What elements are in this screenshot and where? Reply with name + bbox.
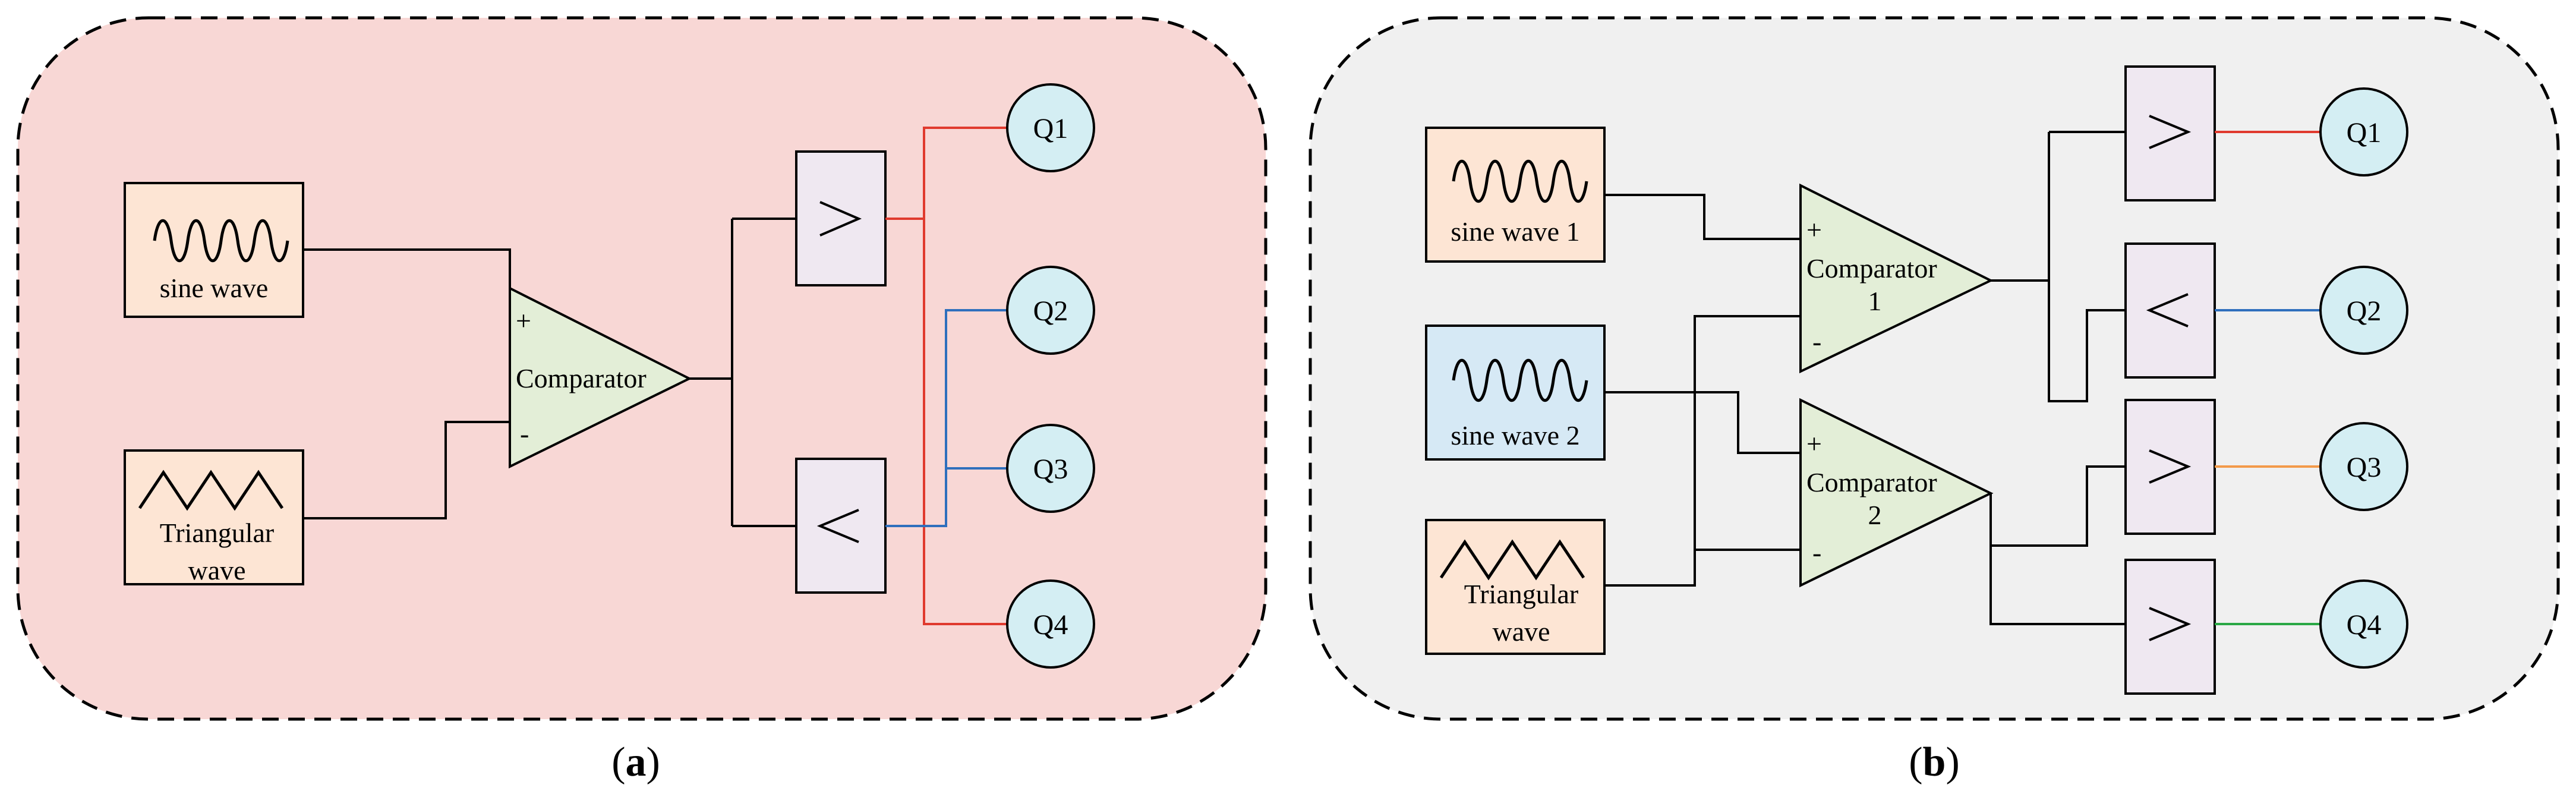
greater-than-block-b1 — [2124, 65, 2216, 201]
output-q4-b: Q4 — [2319, 579, 2408, 669]
sine-wave-2-label: sine wave 2 — [1451, 420, 1579, 451]
output-q2-label: Q2 — [1033, 295, 1068, 327]
wire-red-q4 — [923, 219, 1007, 625]
wire-sine-to-comparator — [303, 248, 511, 315]
greater-than-block-b4 — [2124, 559, 2216, 695]
comparator-minus-sign: - — [520, 418, 529, 449]
wire-red-q1 — [885, 127, 1007, 220]
output-q3-b-label: Q3 — [2347, 452, 2382, 483]
triangular-wave-b-label-line1: Triangular — [1464, 579, 1579, 609]
panel-b-background — [1309, 16, 2560, 721]
panel-b-caption: (b) — [1909, 739, 1960, 785]
comparator-label: Comparator — [516, 363, 647, 393]
less-than-symbol — [816, 509, 859, 543]
wire-blue-q2-q3 — [885, 309, 1007, 527]
wire-triangular-to-comparator — [303, 421, 510, 519]
comparator-1-minus-sign: - — [1812, 326, 1821, 357]
sine-wave-1-source: sine wave 1 — [1425, 127, 1606, 263]
triangular-wave-b-label-line2: wave — [1492, 616, 1550, 647]
sine-wave-1-icon — [1452, 160, 1588, 203]
comparator: + Comparator - — [509, 286, 692, 469]
greater-than-symbol-b4 — [2149, 607, 2192, 641]
sine-wave-label: sine wave — [160, 273, 269, 303]
output-q1-b: Q1 — [2319, 87, 2408, 177]
triangular-wave-icon — [138, 470, 284, 511]
less-than-block-b2 — [2124, 242, 2216, 379]
sine-wave-2-icon — [1452, 359, 1588, 402]
panel-a: sine wave Triangular wave + Comparator - — [16, 16, 1267, 785]
output-q2-b: Q2 — [2319, 266, 2408, 355]
greater-than-block — [795, 150, 887, 286]
panel-b: sine wave 1 sine wave 2 Triangular wave … — [1309, 16, 2560, 785]
panel-a-caption: (a) — [611, 739, 660, 785]
output-q1-b-label: Q1 — [2347, 117, 2382, 149]
wire-comparator-2-output — [1989, 465, 2126, 625]
output-q2: Q2 — [1006, 266, 1095, 355]
triangular-wave-label-line1: Triangular — [160, 518, 275, 548]
sine-wave-1-label: sine wave 1 — [1451, 216, 1579, 247]
comparator-2-label-line1: Comparator — [1806, 467, 1937, 497]
output-q4: Q4 — [1006, 579, 1095, 669]
comparator-2: + Comparator 2 - — [1799, 398, 1994, 588]
less-than-symbol-b2 — [2146, 293, 2189, 327]
comparator-1-plus-sign: + — [1806, 215, 1822, 245]
output-q3-b: Q3 — [2319, 422, 2408, 511]
comparator-2-plus-sign: + — [1806, 429, 1822, 459]
output-q1: Q1 — [1006, 83, 1095, 172]
triangular-wave-source: Triangular wave — [124, 449, 304, 585]
comparator-1-label-line2: 1 — [1868, 286, 1882, 316]
wire-comparator-1-output — [1991, 131, 2126, 402]
sine-wave-2-source: sine wave 2 — [1425, 325, 1606, 461]
output-q4-b-label: Q4 — [2347, 609, 2382, 641]
output-q3: Q3 — [1006, 424, 1095, 513]
comparator-2-label-line2: 2 — [1868, 500, 1882, 530]
less-than-block — [795, 458, 887, 594]
comparator-1: + Comparator 1 - — [1799, 183, 1994, 374]
wire-triangular-to-comparators — [1604, 315, 1801, 587]
triangular-wave-source-b: Triangular wave — [1425, 519, 1606, 655]
comparator-2-minus-sign: - — [1812, 537, 1821, 568]
wire-comparator-output — [689, 218, 796, 527]
triangular-wave-label-line2: wave — [188, 555, 245, 585]
output-q2-b-label: Q2 — [2347, 295, 2382, 327]
greater-than-symbol — [819, 201, 862, 237]
wire-sine1-to-comparator-1 — [1604, 194, 1801, 240]
output-q3-label: Q3 — [1033, 453, 1068, 485]
output-q4-label: Q4 — [1033, 609, 1068, 641]
sine-wave-source: sine wave — [124, 182, 304, 318]
comparator-plus-sign: + — [516, 305, 531, 336]
output-q1-label: Q1 — [1033, 113, 1068, 144]
wire-sine2-to-comparator-2 — [1604, 391, 1801, 454]
comparator-1-label-line1: Comparator — [1806, 253, 1937, 283]
greater-than-symbol-b1 — [2149, 115, 2192, 149]
greater-than-block-b3 — [2124, 399, 2216, 535]
greater-than-symbol-b3 — [2149, 449, 2192, 484]
triangular-wave-icon-b — [1439, 539, 1585, 581]
sine-wave-icon — [153, 219, 289, 262]
